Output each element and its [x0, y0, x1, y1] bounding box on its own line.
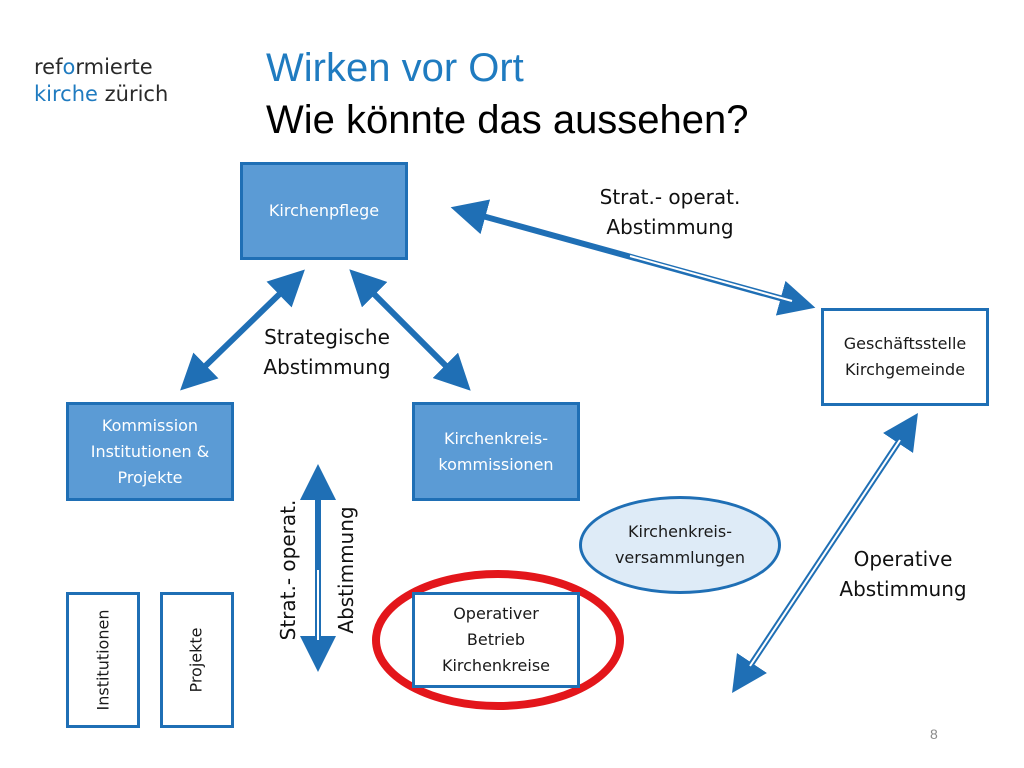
- node-kirchenpflege: Kirchenpflege: [240, 162, 408, 260]
- highlight-ellipse: [372, 570, 624, 710]
- node-geschaeftsstelle: Geschäftsstelle Kirchgemeinde: [821, 308, 989, 406]
- slide-title: Wirken vor Ort: [266, 46, 524, 90]
- label-vertical-abstimmung: Abstimmung: [334, 506, 358, 634]
- node-operativer-betrieb: Operativer Betrieb Kirchenkreise: [412, 592, 580, 688]
- label-operative-abstimmung: Operative Abstimmung: [839, 547, 967, 601]
- slide-subtitle: Wie könnte das aussehen?: [266, 98, 749, 142]
- logo-word-zuerich: zürich: [97, 82, 169, 106]
- label-strat-operat-top: Strat.- operat. Abstimmung: [599, 185, 741, 239]
- node-projekte: Projekte: [160, 592, 234, 728]
- node-institutionen: Institutionen: [66, 592, 140, 728]
- logo: reformierte kirche zürich: [34, 54, 168, 108]
- node-kirchenkreisversammlungen: Kirchenkreis- versammlungen: [579, 496, 781, 594]
- arrow-kirchenpflege-kommission: [180, 269, 305, 391]
- logo-word-kirche: kirche: [34, 82, 98, 106]
- label-vertical-strat-operat: Strat.- operat.: [276, 499, 300, 641]
- page-number: 8: [930, 726, 938, 742]
- node-kirchenkreiskommissionen: Kirchenkreis- kommissionen: [412, 402, 580, 501]
- logo-text-rest: rmierte: [75, 55, 153, 79]
- arrow-kirchenpflege-kirchenkreiskommissionen: [349, 269, 471, 391]
- label-strategische-abstimmung: Strategische Abstimmung: [263, 325, 391, 379]
- node-kommission: Kommission Institutionen & Projekte: [66, 402, 234, 501]
- logo-accent-letter: o: [62, 55, 76, 79]
- logo-text: ref: [34, 55, 63, 79]
